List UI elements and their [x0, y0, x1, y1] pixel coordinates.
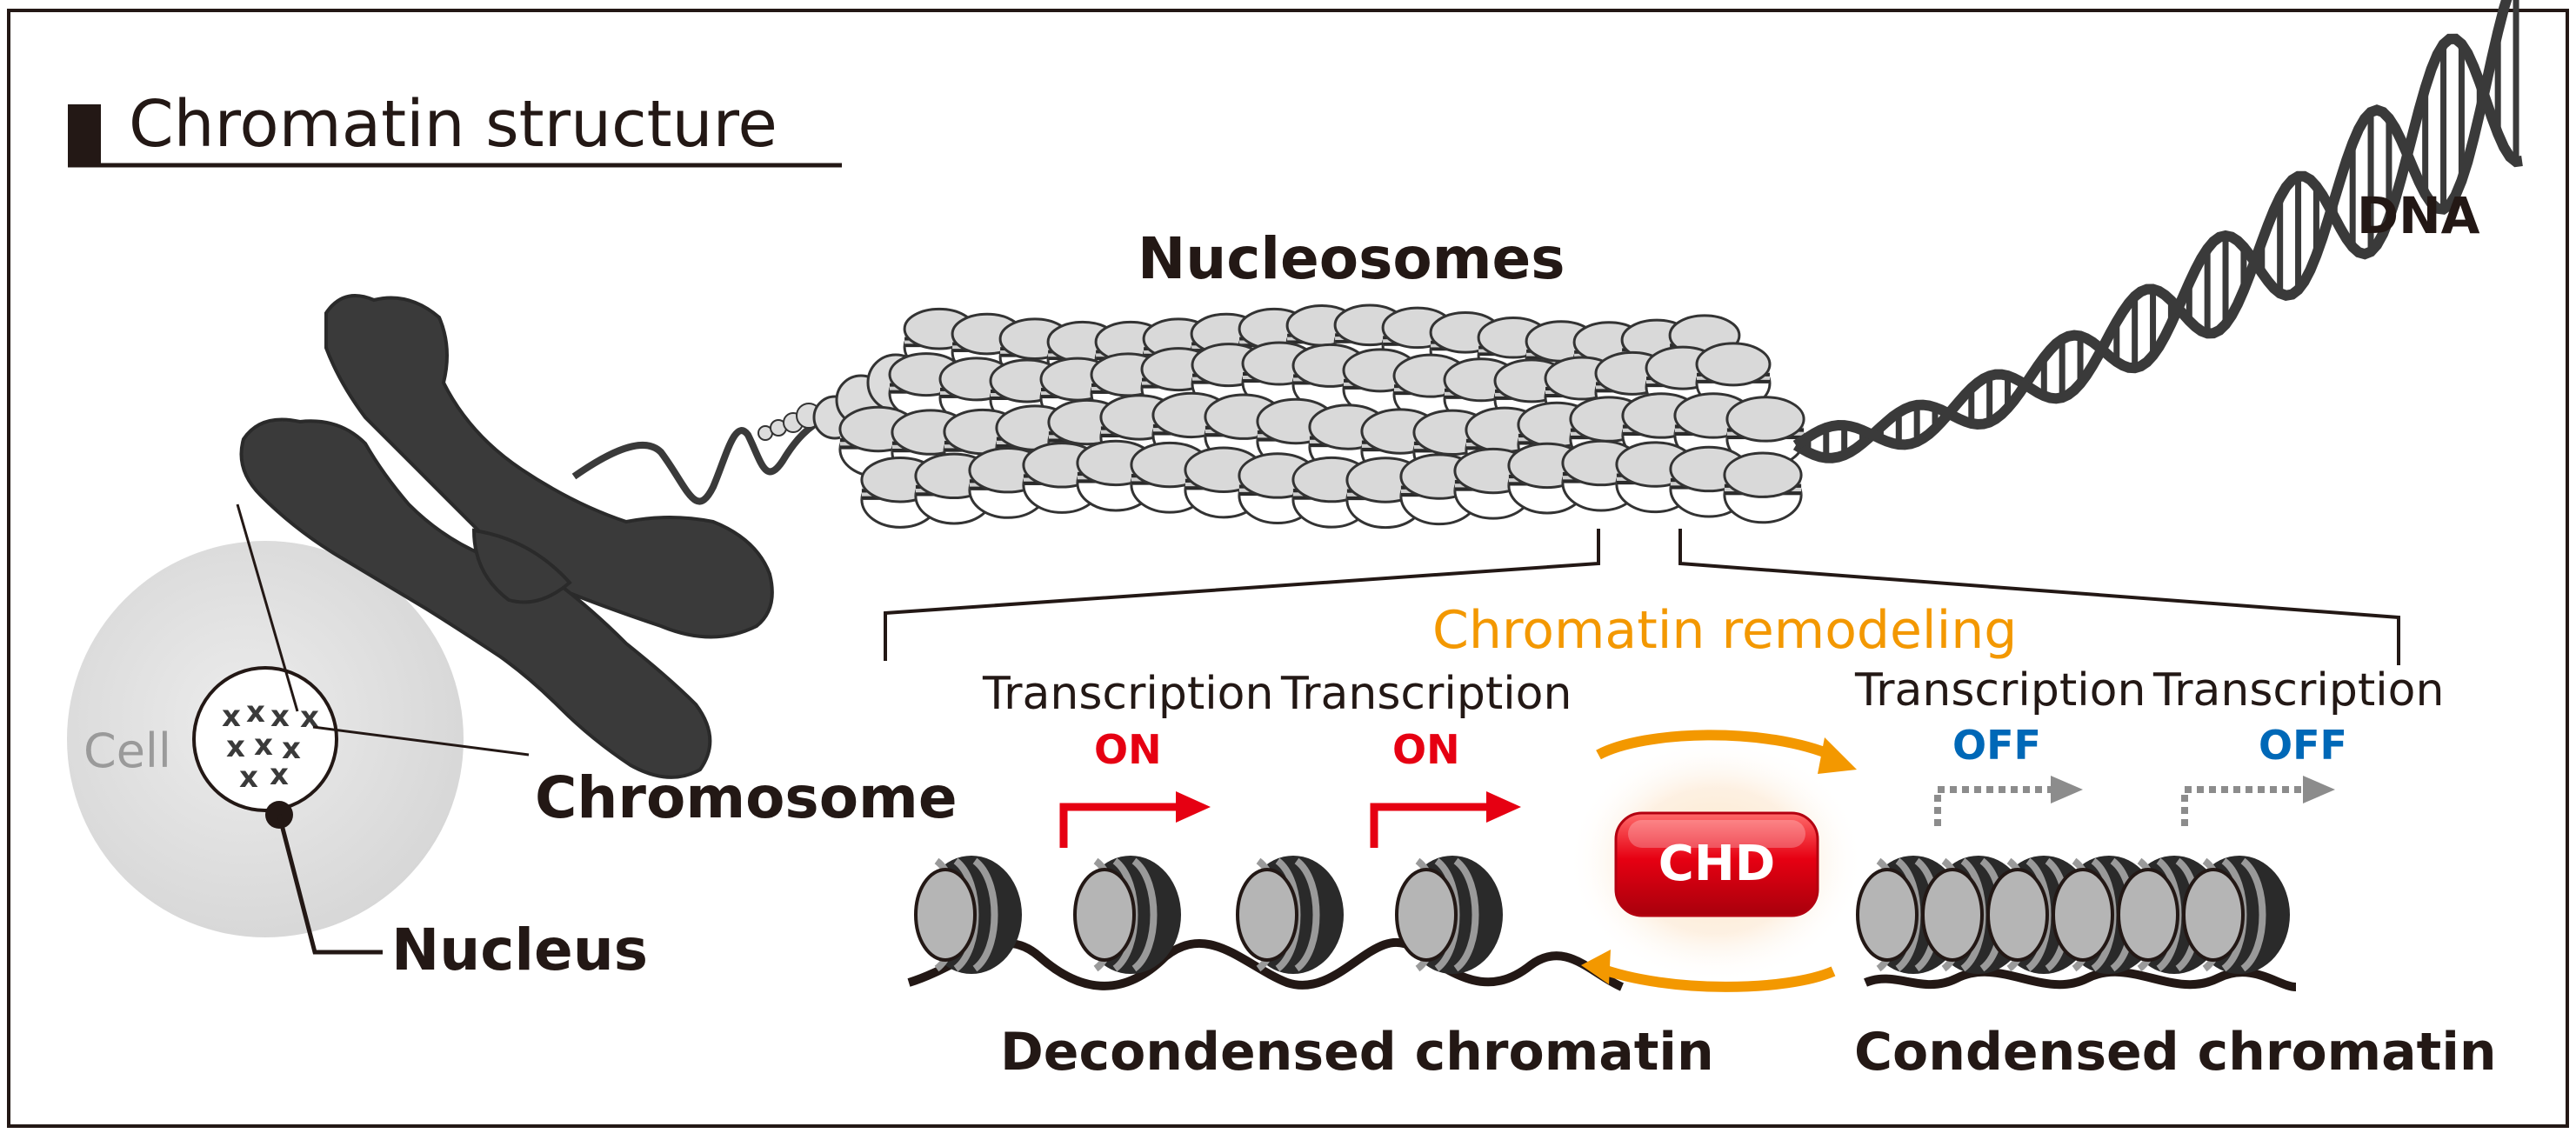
- transcription-label-2: Transcription ON: [1280, 668, 1572, 773]
- svg-text:ⅹ: ⅹ: [300, 700, 319, 735]
- condensed-nucleosomes: [1856, 856, 2290, 974]
- remodeling-title: Chromatin remodeling: [1432, 600, 2017, 661]
- svg-text:ⅹ: ⅹ: [222, 699, 241, 734]
- dna-base-pairs: [1805, 0, 2519, 458]
- decondensed-label: Decondensed chromatin: [1000, 1022, 1714, 1083]
- chd-label: CHD: [1658, 836, 1775, 892]
- on-arrow-2: [1370, 791, 1521, 848]
- nucleosome-disc: [1561, 439, 1641, 512]
- dna-label: DNA: [2357, 186, 2480, 245]
- nucleosome-disc: [1723, 451, 1803, 524]
- svg-text:ⅹ: ⅹ: [239, 760, 258, 795]
- condensed-label: Condensed chromatin: [1854, 1022, 2497, 1083]
- nucleus-label: Nucleus: [391, 917, 648, 983]
- svg-text:ⅹ: ⅹ: [270, 699, 290, 734]
- transcription-state-on: ON: [1392, 726, 1460, 773]
- cell-label: Cell: [83, 723, 171, 778]
- page-title: Chromatin structure: [129, 87, 777, 162]
- decondensed-nucleosomes: [914, 856, 1503, 974]
- transcription-text: Transcription: [982, 668, 1273, 720]
- nucleosomes-label: Nucleosomes: [1138, 225, 1565, 292]
- title-block: Chromatin structure: [68, 87, 842, 168]
- remodel-arrowhead-bottom: [1581, 950, 1611, 984]
- svg-text:ⅹ: ⅹ: [282, 731, 301, 766]
- on-arrow-1: [1059, 791, 1211, 848]
- condensed-dna-line: [1864, 967, 2297, 991]
- svg-text:ⅹ: ⅹ: [226, 730, 245, 764]
- nucleosome-side: [1236, 856, 1344, 974]
- nucleosome-side: [1073, 856, 1181, 974]
- nucleus-leader-line: [277, 814, 383, 955]
- dna-helix: DNA: [1792, 0, 2523, 463]
- nucleosome-side: [2182, 856, 2290, 974]
- nucleosome-side: [914, 856, 1022, 974]
- chromatin-thread: [571, 414, 828, 505]
- zoom-line-upper: [236, 503, 299, 712]
- remodel-arrowhead-top: [1818, 737, 1857, 774]
- svg-text:ⅹ: ⅹ: [270, 757, 289, 792]
- chromosome-shape: [239, 294, 774, 779]
- svg-text:ⅹ: ⅹ: [246, 695, 265, 730]
- transcription-state-on: ON: [1094, 726, 1162, 773]
- nucleosome-disc: [1725, 396, 1805, 469]
- nucleosome-fiber: [757, 303, 1805, 530]
- transcription-label-4: Transcription OFF: [2152, 664, 2444, 769]
- svg-text:ⅹ: ⅹ: [254, 728, 273, 763]
- figure-frame: [7, 9, 2569, 1128]
- chromosome-label: Chromosome: [535, 764, 958, 831]
- off-arrow-2: [2181, 776, 2335, 826]
- chd-remodeler: CHD: [1568, 730, 1864, 992]
- transcription-state-off: OFF: [2259, 722, 2347, 769]
- decondensed-dna-line: [907, 937, 1625, 991]
- zoom-bracket: [884, 529, 2400, 665]
- remodel-arrow-bottom: [1596, 963, 1836, 992]
- transcription-state-off: OFF: [1952, 722, 2041, 769]
- dna-strand-a: [1792, 0, 2513, 463]
- off-arrow-1: [1934, 776, 2083, 826]
- transcription-text: Transcription: [1854, 664, 2146, 717]
- zoom-line-lower: [312, 725, 530, 757]
- transcription-label-1: Transcription ON: [982, 668, 1273, 773]
- nucleosome-disc: [1399, 453, 1479, 526]
- nucleosome-side: [1395, 856, 1503, 974]
- chd-box: [1614, 811, 1819, 917]
- title-square-icon: [68, 104, 101, 165]
- remodel-arrow-top: [1596, 730, 1838, 762]
- transcription-text: Transcription: [2152, 664, 2444, 717]
- nucleus-circle: [192, 666, 338, 812]
- transcription-text: Transcription: [1280, 668, 1572, 720]
- chd-highlight: [1628, 820, 1805, 848]
- transcription-label-3: Transcription OFF: [1854, 664, 2146, 769]
